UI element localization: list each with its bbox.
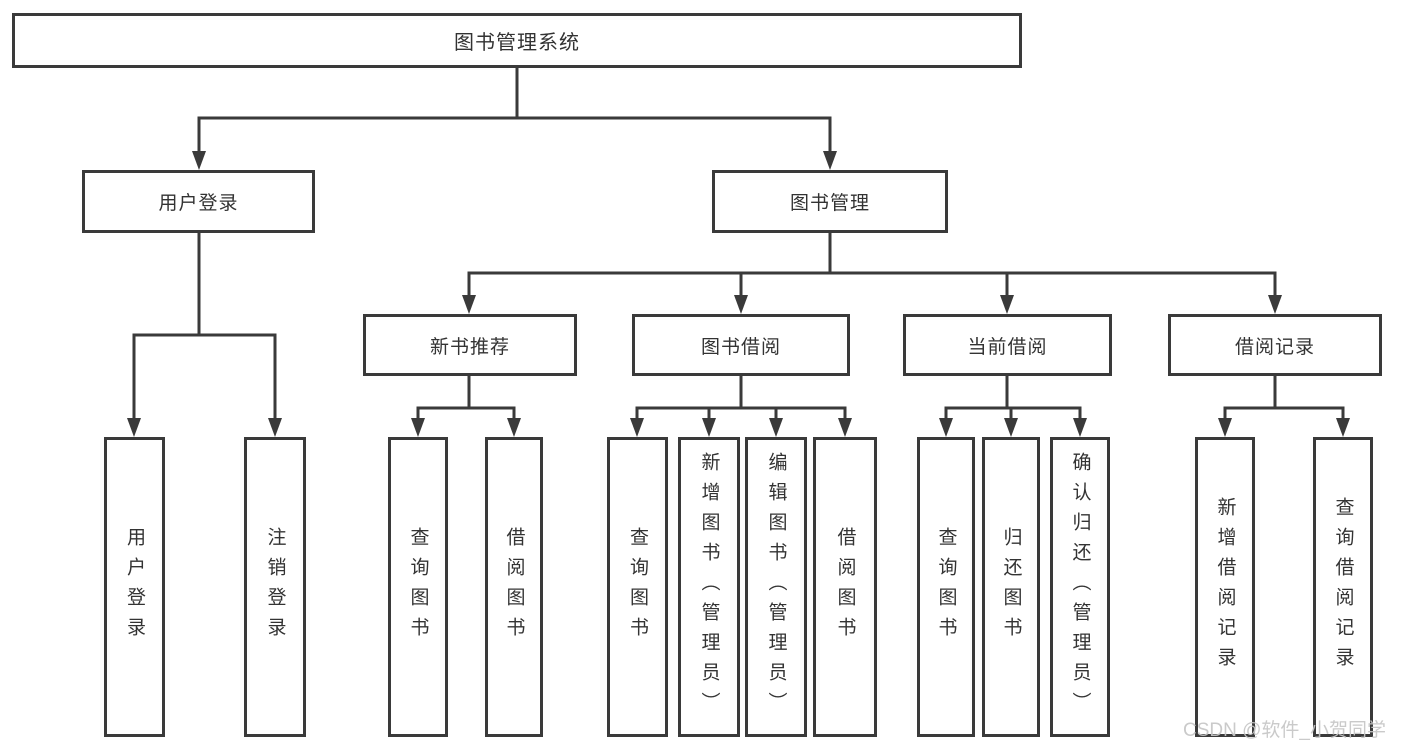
node-leaf-confirm-return-admin: 确认归还（管理员） <box>1050 437 1110 737</box>
node-current-borrow: 当前借阅 <box>903 314 1112 376</box>
connector-borrow-record-to-leaves <box>1218 376 1350 437</box>
connector-book-borrow-to-leaves <box>630 376 852 437</box>
node-leaf-return-book: 归还图书 <box>982 437 1040 737</box>
node-leaf-borrow-book-recommend: 借阅图书 <box>485 437 543 737</box>
connector-book-management-to-level3 <box>462 233 1282 314</box>
node-label: 借阅图书 <box>503 527 525 647</box>
node-label: 新增借阅记录 <box>1214 497 1236 677</box>
node-label: 查询借阅记录 <box>1332 497 1354 677</box>
node-library-system: 图书管理系统 <box>12 13 1022 68</box>
node-label: 确认归还（管理员） <box>1069 452 1091 722</box>
node-label: 查询图书 <box>935 527 957 647</box>
node-label: 图书管理 <box>789 193 870 214</box>
node-label: 当前借阅 <box>967 336 1048 358</box>
node-label: 查询图书 <box>627 527 648 647</box>
node-label: 新增图书（管理员） <box>698 452 720 722</box>
node-book-borrow: 图书借阅 <box>632 314 850 376</box>
node-label: 借阅图书 <box>834 527 856 647</box>
node-leaf-borrow-book: 借阅图书 <box>813 437 877 737</box>
node-leaf-logout: 注销登录 <box>244 437 306 737</box>
node-leaf-edit-book-admin: 编辑图书（管理员） <box>745 437 807 737</box>
node-label: 查询图书 <box>407 527 429 647</box>
connector-current-borrow-to-leaves <box>939 376 1087 437</box>
node-leaf-query-book-borrow: 查询图书 <box>607 437 668 737</box>
node-label: 图书管理系统 <box>454 32 580 54</box>
node-label: 注销登录 <box>264 527 286 647</box>
node-label: 借阅记录 <box>1234 336 1315 358</box>
node-leaf-add-borrow-record: 新增借阅记录 <box>1195 437 1255 737</box>
node-user-login: 用户登录 <box>82 170 315 233</box>
connector-new-book-to-leaves <box>411 376 521 437</box>
node-new-book-recommend: 新书推荐 <box>363 314 577 376</box>
connector-user-login-to-leaves <box>127 233 282 437</box>
node-label: 归还图书 <box>1000 527 1022 647</box>
node-leaf-add-book-admin: 新增图书（管理员） <box>678 437 740 737</box>
node-label: 用户登录 <box>124 527 145 647</box>
node-leaf-query-book-recommend: 查询图书 <box>388 437 448 737</box>
connector-root-to-level2 <box>192 68 837 170</box>
node-leaf-query-book-current: 查询图书 <box>917 437 975 737</box>
node-leaf-user-login: 用户登录 <box>104 437 165 737</box>
node-label: 图书借阅 <box>700 336 781 358</box>
node-book-management: 图书管理 <box>712 170 948 233</box>
node-leaf-query-borrow-record: 查询借阅记录 <box>1313 437 1373 737</box>
csdn-watermark: CSDN @软件_小贺同学 <box>1183 720 1386 741</box>
node-label: 用户登录 <box>158 193 239 214</box>
node-label: 新书推荐 <box>429 336 510 358</box>
node-label: 编辑图书（管理员） <box>765 452 787 722</box>
node-borrow-record: 借阅记录 <box>1168 314 1382 376</box>
